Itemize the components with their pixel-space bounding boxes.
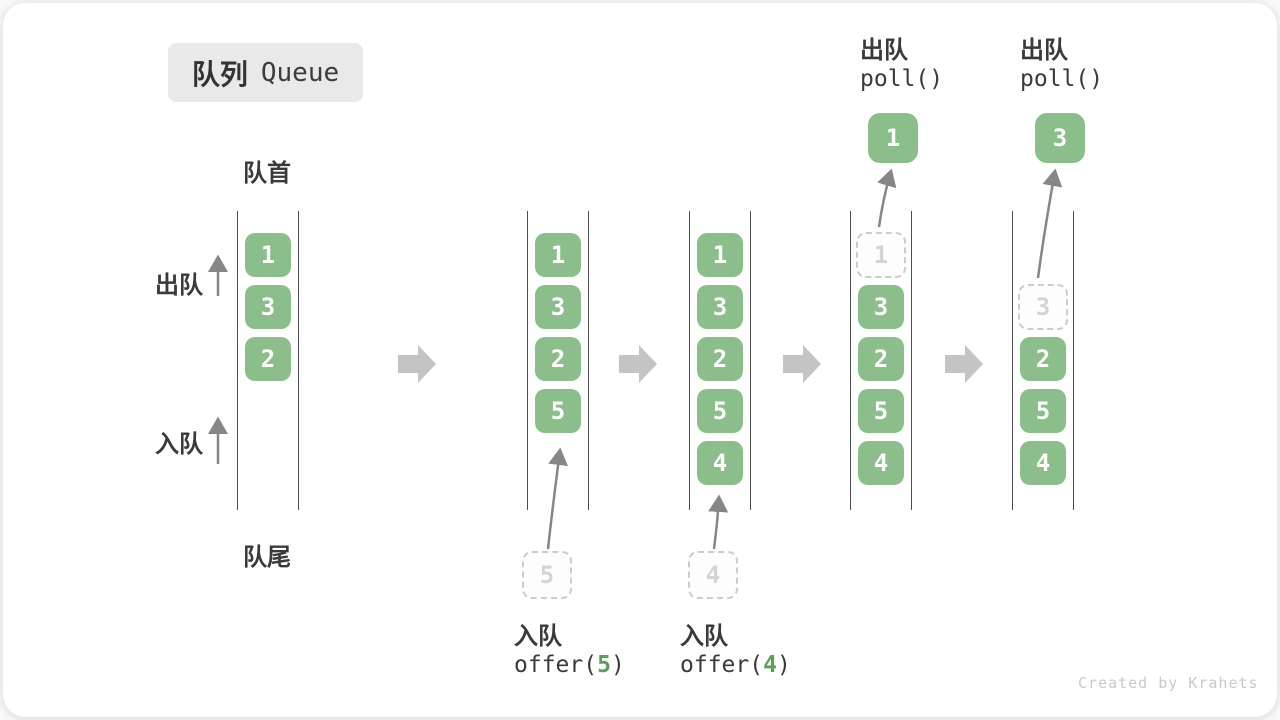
queue-item: 1 xyxy=(535,233,581,277)
queue-item: 3 xyxy=(697,285,743,329)
queue-item: 3 xyxy=(535,285,581,329)
queue-item: 2 xyxy=(697,337,743,381)
queue-item: 5 xyxy=(535,389,581,433)
queue-item: 4 xyxy=(858,441,904,485)
code-text: offer( xyxy=(514,652,598,678)
transition-arrow xyxy=(945,345,983,383)
queue-item: 5 xyxy=(858,389,904,433)
enqueue-op-code: offer(5) xyxy=(514,652,625,678)
watermark: Created by Krahets xyxy=(1078,674,1259,692)
queue-item: 3 xyxy=(245,285,291,329)
transition-arrow xyxy=(398,345,436,383)
queue-item: 3 xyxy=(858,285,904,329)
title-en: Queue xyxy=(260,57,340,88)
label-queue-rear: 队尾 xyxy=(243,544,291,571)
transition-arrow xyxy=(619,345,657,383)
queue-item: 5 xyxy=(1020,389,1066,433)
queue-column xyxy=(850,211,912,510)
queue-item: 2 xyxy=(535,337,581,381)
queue-item: 2 xyxy=(1020,337,1066,381)
code-argument: 5 xyxy=(597,652,611,678)
queue-item: 1 xyxy=(245,233,291,277)
queue-item: 2 xyxy=(858,337,904,381)
dequeued-item: 1 xyxy=(868,113,918,163)
label-dequeue-side: 出队 xyxy=(155,272,203,299)
queue-item: 1 xyxy=(697,233,743,277)
incoming-item-ghost: 5 xyxy=(522,551,572,599)
queue-item: 4 xyxy=(1020,441,1066,485)
queue-column xyxy=(689,211,751,510)
dequeued-ghost-slot: 1 xyxy=(856,232,906,278)
code-text: ) xyxy=(610,652,625,678)
dequeue-op-label: 出队 xyxy=(1020,37,1068,64)
title-zh: 队列 xyxy=(191,58,248,90)
queue-item: 5 xyxy=(697,389,743,433)
code-text: ) xyxy=(776,652,791,678)
enqueue-op-code: offer(4) xyxy=(680,652,791,678)
incoming-item-ghost: 4 xyxy=(688,551,738,599)
dequeued-ghost-slot: 3 xyxy=(1018,284,1068,330)
queue-column xyxy=(1012,211,1074,510)
queue-column xyxy=(527,211,589,510)
transition-arrow xyxy=(783,345,821,383)
dequeued-item: 3 xyxy=(1035,113,1085,163)
queue-item: 4 xyxy=(697,441,743,485)
dequeue-op-label: 出队 xyxy=(860,37,908,64)
enqueue-op-label: 入队 xyxy=(680,623,728,650)
label-enqueue-side: 入队 xyxy=(155,431,203,458)
title-badge: 队列 Queue xyxy=(168,43,363,102)
queue-item: 2 xyxy=(245,337,291,381)
dequeue-op-code: poll() xyxy=(860,66,944,92)
code-text: offer( xyxy=(680,652,764,678)
label-queue-front: 队首 xyxy=(243,160,291,187)
dequeue-op-code: poll() xyxy=(1020,66,1104,92)
code-argument: 4 xyxy=(763,652,777,678)
queue-column xyxy=(237,211,299,510)
enqueue-op-label: 入队 xyxy=(514,623,562,650)
